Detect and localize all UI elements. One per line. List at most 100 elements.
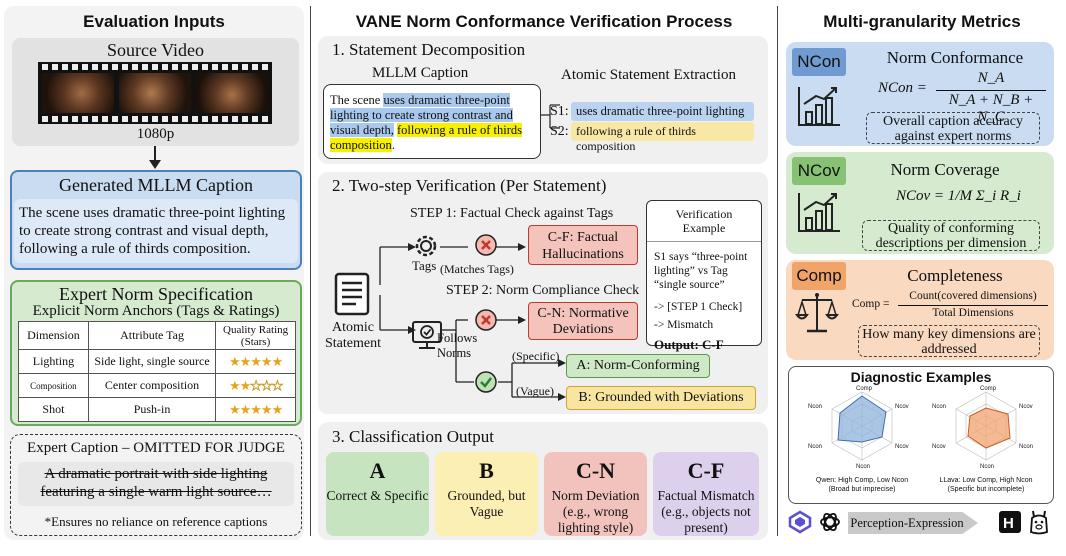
radar-chart-qwen: Comp Ncov Ncov Ncon Ncon Ncon bbox=[808, 386, 909, 470]
table-row: Lighting Side light, single source ★★★★★ bbox=[18, 349, 296, 374]
svg-text:H: H bbox=[1003, 515, 1014, 532]
tags-label: Tags bbox=[412, 258, 437, 273]
down-arrow bbox=[149, 146, 161, 169]
class-code: A bbox=[369, 458, 386, 483]
star-filled-icon: ★ bbox=[228, 353, 241, 369]
comp-lhs: Comp = bbox=[852, 298, 890, 310]
hugging-logo-icon: H bbox=[999, 511, 1021, 533]
class-b-card: B Grounded, but Vague bbox=[435, 452, 538, 536]
comp-frac-bar bbox=[898, 305, 1048, 306]
star-filled-icon: ★ bbox=[271, 353, 284, 369]
s2-label: S2: bbox=[550, 124, 569, 139]
radar-chart-llava: Comp Ncov Ncon Ncon Ncov Ncon bbox=[932, 386, 1033, 470]
star-filled-icon: ★ bbox=[250, 401, 262, 417]
star-filled-icon: ★ bbox=[239, 377, 252, 393]
section-2-title: 2. Two-step Verification (Per Statement) bbox=[332, 176, 607, 195]
comp-den: Total Dimensions bbox=[932, 307, 1014, 319]
resolution-label: 1080p bbox=[136, 126, 175, 142]
cf-box: C-F: Factual Hallucinations bbox=[528, 225, 638, 265]
cn-box: C-N: Normative Deviations bbox=[528, 302, 638, 340]
step2-label: STEP 2: Norm Compliance Check bbox=[446, 283, 640, 298]
ncon-name: Norm Conformance bbox=[886, 48, 1024, 67]
verification-example-box: Verification Example S1 says “three-poin… bbox=[646, 200, 762, 352]
caption-end: . bbox=[391, 138, 395, 152]
growth-chart-icon bbox=[798, 193, 840, 232]
class-desc: Correct & Specific bbox=[326, 488, 429, 503]
radar-axis-label: Ncov bbox=[932, 444, 946, 450]
class-desc: Grounded, but Vague bbox=[447, 488, 526, 519]
s2-text: following a rule of thirds composition bbox=[576, 124, 696, 153]
row-stars: ★★★★★ bbox=[215, 349, 296, 374]
gear-icon bbox=[415, 235, 437, 257]
class-a-card: A Correct & Specific bbox=[326, 452, 429, 536]
star-filled-icon: ★ bbox=[271, 401, 284, 417]
scale-icon bbox=[795, 293, 839, 333]
radar-qwen-caption-2: (Broad but imprecise) bbox=[828, 486, 896, 493]
star-filled-icon: ★ bbox=[239, 353, 252, 369]
x-circle-icon-1 bbox=[475, 234, 497, 256]
radar-axis-label: Ncov bbox=[895, 444, 909, 450]
class-code: B bbox=[479, 458, 494, 483]
ve-title: Verification Example bbox=[675, 207, 733, 235]
star-filled-icon: ★ bbox=[250, 353, 262, 369]
radar-llava-caption-1: LLava: Low Comp, High Ncon bbox=[939, 477, 1033, 484]
norm-table: Dimension Attribute Tag Quality Rating (… bbox=[18, 321, 296, 422]
ncon-frac-bar bbox=[936, 90, 1046, 91]
left-title: Evaluation Inputs bbox=[83, 12, 225, 31]
row-stars: ★★★★★ bbox=[215, 373, 296, 398]
star-filled-icon: ★ bbox=[260, 353, 273, 369]
section-1-title: 1. Statement Decomposition bbox=[332, 40, 526, 59]
divider-left bbox=[310, 6, 311, 536]
monitor-check-icon bbox=[412, 321, 442, 349]
extract-arrows bbox=[540, 104, 560, 129]
comp-label: Comp bbox=[792, 262, 846, 290]
openai-logo-icon bbox=[820, 512, 840, 532]
radar-axis-label: Ncon bbox=[856, 464, 870, 470]
ncon-den: N_A + N_B + N_C bbox=[948, 92, 1034, 125]
b-box: B: Grounded with Deviations bbox=[566, 386, 756, 410]
radar-llava-caption: LLava: Low Comp, High Ncon (Specific but… bbox=[924, 476, 1048, 494]
source-video-title: Source Video bbox=[106, 40, 205, 60]
ncon-label: NCon bbox=[792, 48, 846, 76]
radar-axis-label: Ncon bbox=[932, 404, 946, 410]
radar-axis-label: Comp bbox=[856, 386, 873, 392]
flow-lines bbox=[379, 243, 566, 401]
ncon-formula: NCon = N_A N_A + N_B + N_C bbox=[878, 70, 1048, 125]
row-dimension: Lighting bbox=[18, 349, 89, 374]
radar-axis-label: Ncon bbox=[808, 444, 822, 450]
expert-norm-subtitle: Explicit Norm Anchors (Tags & Ratings) bbox=[32, 303, 280, 319]
divider-right bbox=[777, 6, 778, 536]
video-frame-2 bbox=[119, 73, 191, 113]
star-empty-icon: ★ bbox=[271, 377, 284, 393]
th-attribute: Attribute Tag bbox=[87, 321, 217, 350]
ncon-num: N_A bbox=[977, 70, 1005, 86]
film-strip bbox=[38, 62, 272, 124]
star-filled-icon: ★ bbox=[239, 401, 252, 417]
row-dimension: Shot bbox=[18, 397, 89, 422]
star-filled-icon: ★ bbox=[228, 401, 241, 417]
row-tag: Side light, single source bbox=[87, 349, 217, 374]
vague-label: (Vague) bbox=[516, 384, 554, 398]
bar-chart-icon bbox=[798, 87, 840, 126]
generated-caption-text: The scene uses dramatic three-point ligh… bbox=[19, 205, 286, 257]
ncov-formula: NCov = 1/M Σ_i R_i bbox=[896, 182, 1026, 220]
s1-text: uses dramatic three-point lighting bbox=[576, 104, 745, 118]
video-frame-1 bbox=[42, 73, 114, 113]
ve-line1: S1 says “three-point lighting” vs Tag “s… bbox=[654, 251, 748, 291]
radar-qwen-caption-1: Qwen: High Comp, Low Ncon bbox=[815, 477, 909, 484]
check-circle-icon bbox=[475, 371, 497, 393]
star-rating: ★★★★★ bbox=[228, 401, 284, 417]
radar-llava-caption-2: (Specific but incomplete) bbox=[947, 486, 1025, 493]
ve-line2: -> [STEP 1 Check] bbox=[654, 301, 743, 313]
x-circle-icon-2 bbox=[475, 309, 497, 331]
comp-desc: How many key dimensions are addressed bbox=[858, 325, 1040, 357]
ncov-label: NCov bbox=[792, 157, 846, 185]
ncov-formula-text: NCov = 1/M Σ_i R_i bbox=[896, 188, 1021, 204]
expert-caption-note: *Ensures no reliance on reference captio… bbox=[44, 514, 268, 529]
expert-norm-title: Expert Norm Specification bbox=[59, 284, 253, 304]
comp-name: Completeness bbox=[907, 266, 1003, 285]
radar-axis-label: Comp bbox=[980, 386, 997, 392]
ncon-desc: Overall caption accuracy against expert … bbox=[866, 112, 1040, 144]
